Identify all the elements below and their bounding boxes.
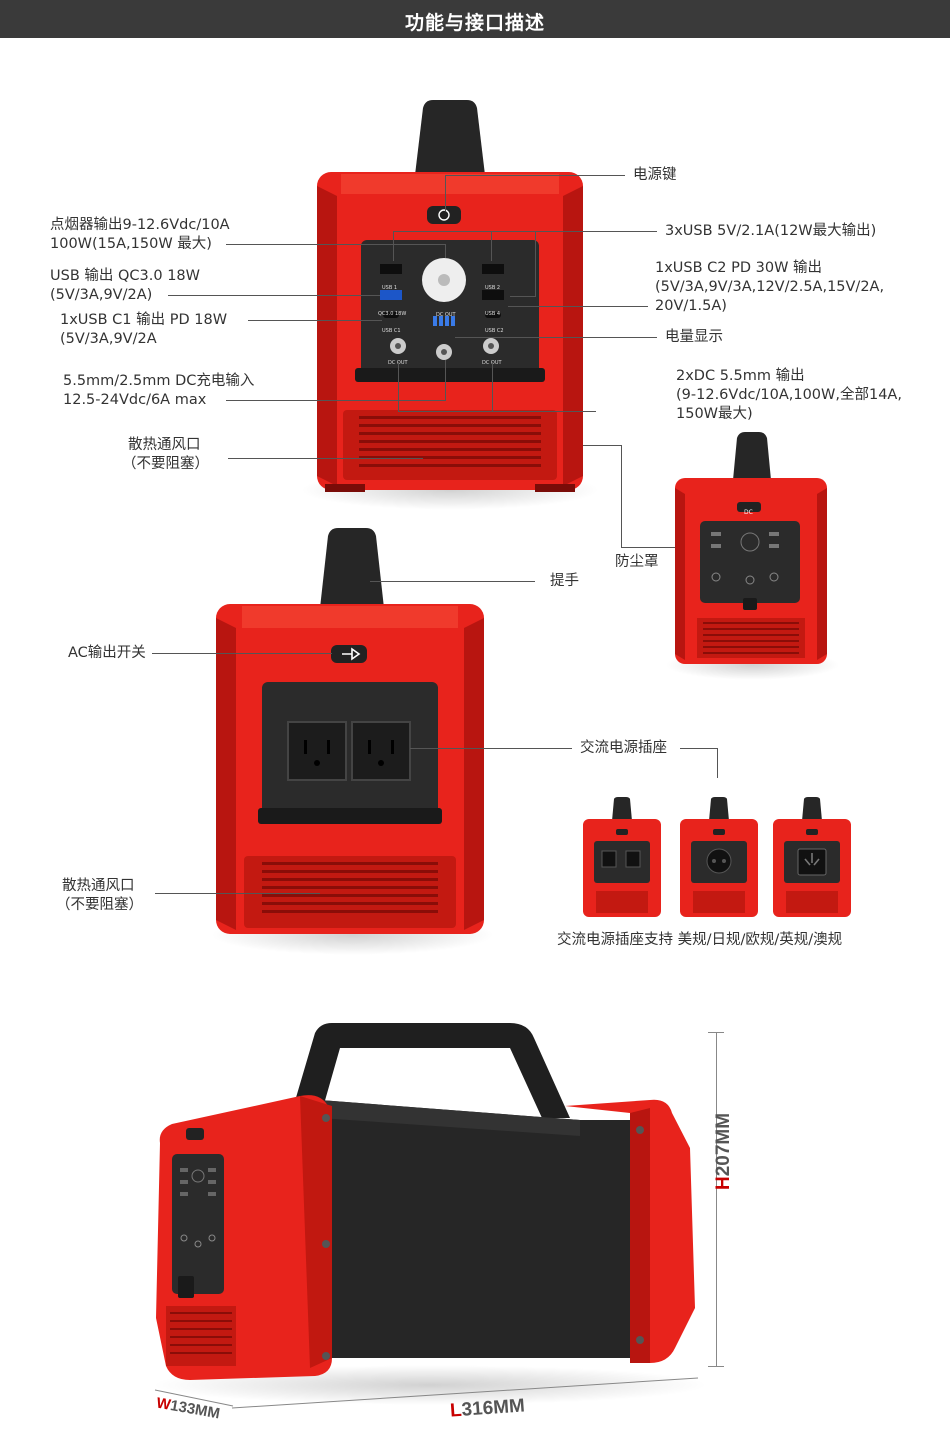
panel-label-dcout-right: DC OUT xyxy=(482,360,502,366)
callout-dcin-1: 5.5mm/2.5mm DC充电输入 xyxy=(63,373,255,389)
panel-label-dcout-left: DC OUT xyxy=(388,360,408,366)
callout-cigar-1: 点烟器输出9-12.6Vdc/10A xyxy=(50,217,230,233)
socket-variant-universal-image xyxy=(773,797,851,917)
section-header: 功能与接口描述 xyxy=(0,0,950,38)
callout-qc-1: USB 输出 QC3.0 18W xyxy=(50,268,200,284)
callout-vent1-2: （不要阻塞） xyxy=(122,456,209,472)
callout-dcin-2: 12.5-24Vdc/6A max xyxy=(63,392,207,408)
callout-dcout-1: 2xDC 5.5mm 输出 xyxy=(676,368,805,384)
panel-label-c1: USB C1 xyxy=(382,328,401,334)
panel-label-usb1: USB 1 xyxy=(382,285,398,291)
callout-c1-1: 1xUSB C1 输出 PD 18W xyxy=(60,312,228,328)
callout-vent2-1: 散热通风口 xyxy=(62,878,135,894)
dimension-width-line xyxy=(154,1389,234,1407)
callout-c2-2: (5V/3A,9V/3A,12V/2.5A,15V/2A, xyxy=(655,279,885,295)
panel-label-usb2: USB 2 xyxy=(485,285,501,291)
section-title: 功能与接口描述 xyxy=(404,12,545,34)
dimension-height: H207MM xyxy=(713,1112,734,1190)
callout-dcout-2: (9-12.6Vdc/10A,100W,全部14A, xyxy=(676,387,902,403)
callout-power-key: 电源键 xyxy=(633,167,677,183)
panel-label-c2: USB C2 xyxy=(485,328,504,334)
product-ac-side-image xyxy=(216,528,484,934)
caption-socket-support: 交流电源插座支持 美规/日规/欧规/英规/澳规 xyxy=(557,932,843,948)
callout-c2-3: 20V/1.5A) xyxy=(655,298,727,314)
product-front-dc-image xyxy=(317,100,583,492)
panel-label-dc-button: DC xyxy=(744,509,753,516)
callout-c2-1: 1xUSB C2 PD 30W 输出 xyxy=(655,260,823,276)
callout-dcout-3: 150W最大) xyxy=(676,406,753,422)
dimension-length: L316MM xyxy=(449,1395,526,1422)
product-perspective-image xyxy=(156,1023,695,1380)
panel-label-dcout-top: DC OUT xyxy=(436,312,456,318)
callout-cigar-2: 100W(15A,150W 最大) xyxy=(50,236,212,252)
product-dust-cover-image xyxy=(675,432,827,664)
callout-vent2-2: （不要阻塞） xyxy=(56,897,143,913)
callout-dust-cover: 防尘罩 xyxy=(615,554,659,570)
callout-c1-2: (5V/3A,9V/2A xyxy=(60,331,157,347)
callout-ac-switch: AC输出开关 xyxy=(68,645,146,661)
callout-ac-socket: 交流电源插座 xyxy=(580,740,667,756)
socket-variant-eu-image xyxy=(680,797,758,917)
callout-qc-2: (5V/3A,9V/2A) xyxy=(50,287,153,303)
callout-usb3: 3xUSB 5V/2.1A(12W最大输出) xyxy=(665,223,877,239)
panel-label-usb4: USB 4 xyxy=(485,311,501,317)
callout-vent1-1: 散热通风口 xyxy=(128,437,201,453)
dimension-length-line xyxy=(231,1377,699,1409)
callout-handle: 提手 xyxy=(550,573,579,589)
panel-label-qc: QC3.0 18W xyxy=(378,311,407,317)
callout-battery: 电量显示 xyxy=(665,329,723,345)
socket-variant-us-image xyxy=(583,797,661,917)
